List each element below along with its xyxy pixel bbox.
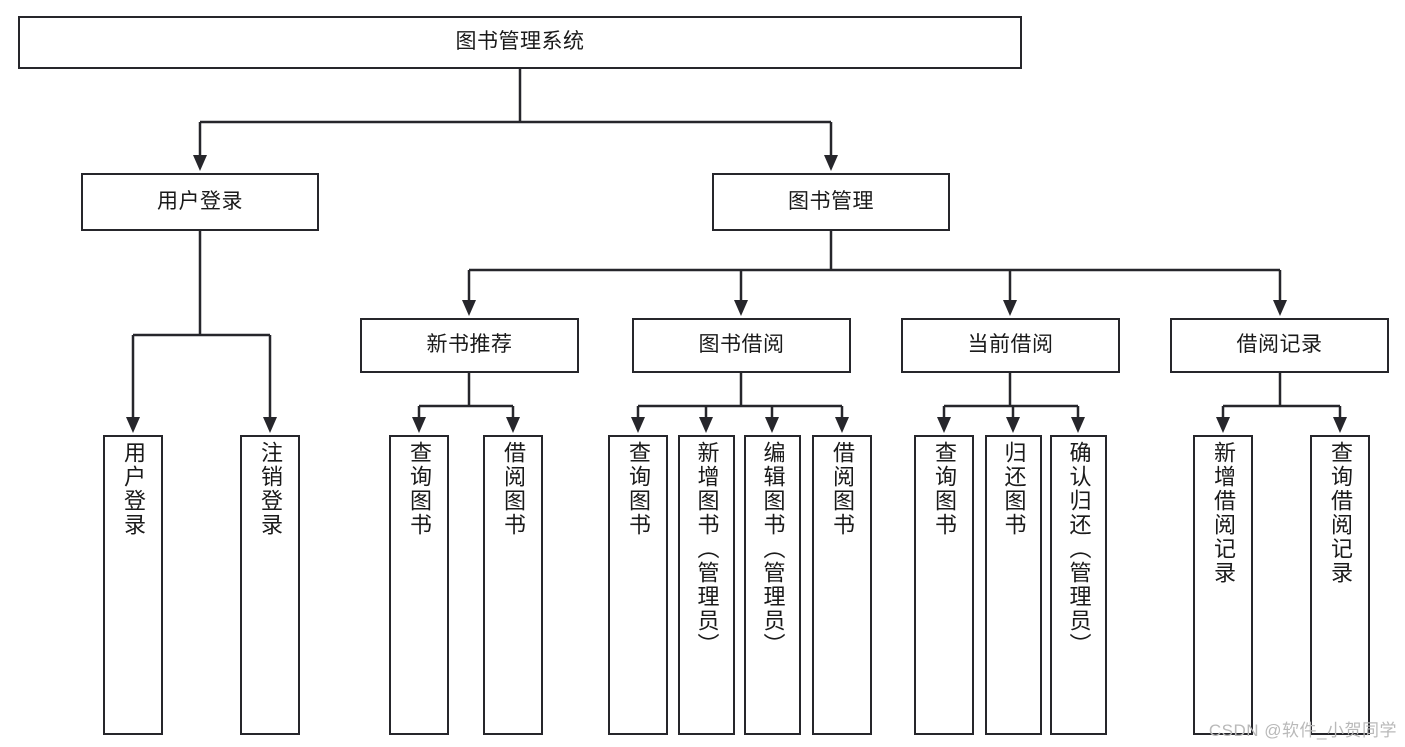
node-label: 用户登录 [157, 189, 243, 213]
node-label: 查询图书 [626, 441, 651, 537]
node-leaf-user-login[interactable]: 用户登录 [103, 435, 163, 735]
node-label: 借阅图书 [830, 441, 855, 537]
node-book-manage[interactable]: 图书管理 [712, 173, 950, 231]
arrowhead-icon [937, 417, 951, 433]
arrowhead-icon [835, 417, 849, 433]
node-label: 查询图书 [932, 441, 957, 537]
arrowhead-icon [1273, 300, 1287, 316]
node-leaf-query-borrow-record[interactable]: 查询借阅记录 [1310, 435, 1370, 735]
arrowhead-icon [1003, 300, 1017, 316]
node-label: 新书推荐 [426, 333, 513, 357]
arrowhead-icon [506, 417, 520, 433]
arrowhead-icon [699, 417, 713, 433]
node-leaf-return-book[interactable]: 归还图书 [985, 435, 1042, 735]
node-label: 确认归还（管理员） [1066, 441, 1092, 657]
arrowhead-icon [126, 417, 140, 433]
node-label: 查询借阅记录 [1328, 441, 1353, 585]
arrowhead-icon [412, 417, 426, 433]
node-leaf-borrow-book-borrow[interactable]: 借阅图书 [812, 435, 872, 735]
arrowhead-icon [1071, 417, 1085, 433]
node-label: 借阅记录 [1236, 333, 1323, 357]
arrowhead-icon [631, 417, 645, 433]
node-label: 图书管理系统 [455, 30, 585, 54]
node-borrow-record[interactable]: 借阅记录 [1170, 318, 1389, 373]
node-label: 注销登录 [258, 441, 283, 537]
node-leaf-user-logout[interactable]: 注销登录 [240, 435, 300, 735]
node-label: 当前借阅 [967, 333, 1054, 357]
node-label: 借阅图书 [501, 441, 526, 537]
arrowhead-icon [1216, 417, 1230, 433]
node-label: 图书借阅 [698, 333, 785, 357]
node-leaf-query-book-cur[interactable]: 查询图书 [914, 435, 974, 735]
node-new-book-recommend[interactable]: 新书推荐 [360, 318, 579, 373]
node-label: 归还图书 [1001, 441, 1027, 537]
arrowhead-icon [263, 417, 277, 433]
arrowhead-icon [1006, 417, 1020, 433]
arrowhead-icon [1333, 417, 1347, 433]
node-root[interactable]: 图书管理系统 [18, 16, 1022, 69]
arrowhead-icon [765, 417, 779, 433]
node-label: 用户登录 [121, 441, 146, 537]
node-leaf-edit-book-admin[interactable]: 编辑图书（管理员） [744, 435, 801, 735]
node-leaf-add-borrow-record[interactable]: 新增借阅记录 [1193, 435, 1253, 735]
arrowhead-icon [462, 300, 476, 316]
arrowhead-icon [193, 155, 207, 171]
node-book-borrow[interactable]: 图书借阅 [632, 318, 851, 373]
node-current-borrow[interactable]: 当前借阅 [901, 318, 1120, 373]
node-leaf-query-book-borrow[interactable]: 查询图书 [608, 435, 668, 735]
node-user-login[interactable]: 用户登录 [81, 173, 319, 231]
node-label: 新增借阅记录 [1211, 441, 1236, 585]
arrowhead-icon [824, 155, 838, 171]
node-label: 图书管理 [788, 189, 874, 213]
node-leaf-query-book-rec[interactable]: 查询图书 [389, 435, 449, 735]
node-label: 编辑图书（管理员） [760, 441, 786, 657]
arrowhead-icon [734, 300, 748, 316]
node-label: 新增图书（管理员） [694, 441, 720, 657]
node-leaf-confirm-return-admin[interactable]: 确认归还（管理员） [1050, 435, 1107, 735]
node-label: 查询图书 [407, 441, 432, 537]
node-leaf-borrow-book-rec[interactable]: 借阅图书 [483, 435, 543, 735]
node-leaf-add-book-admin[interactable]: 新增图书（管理员） [678, 435, 735, 735]
